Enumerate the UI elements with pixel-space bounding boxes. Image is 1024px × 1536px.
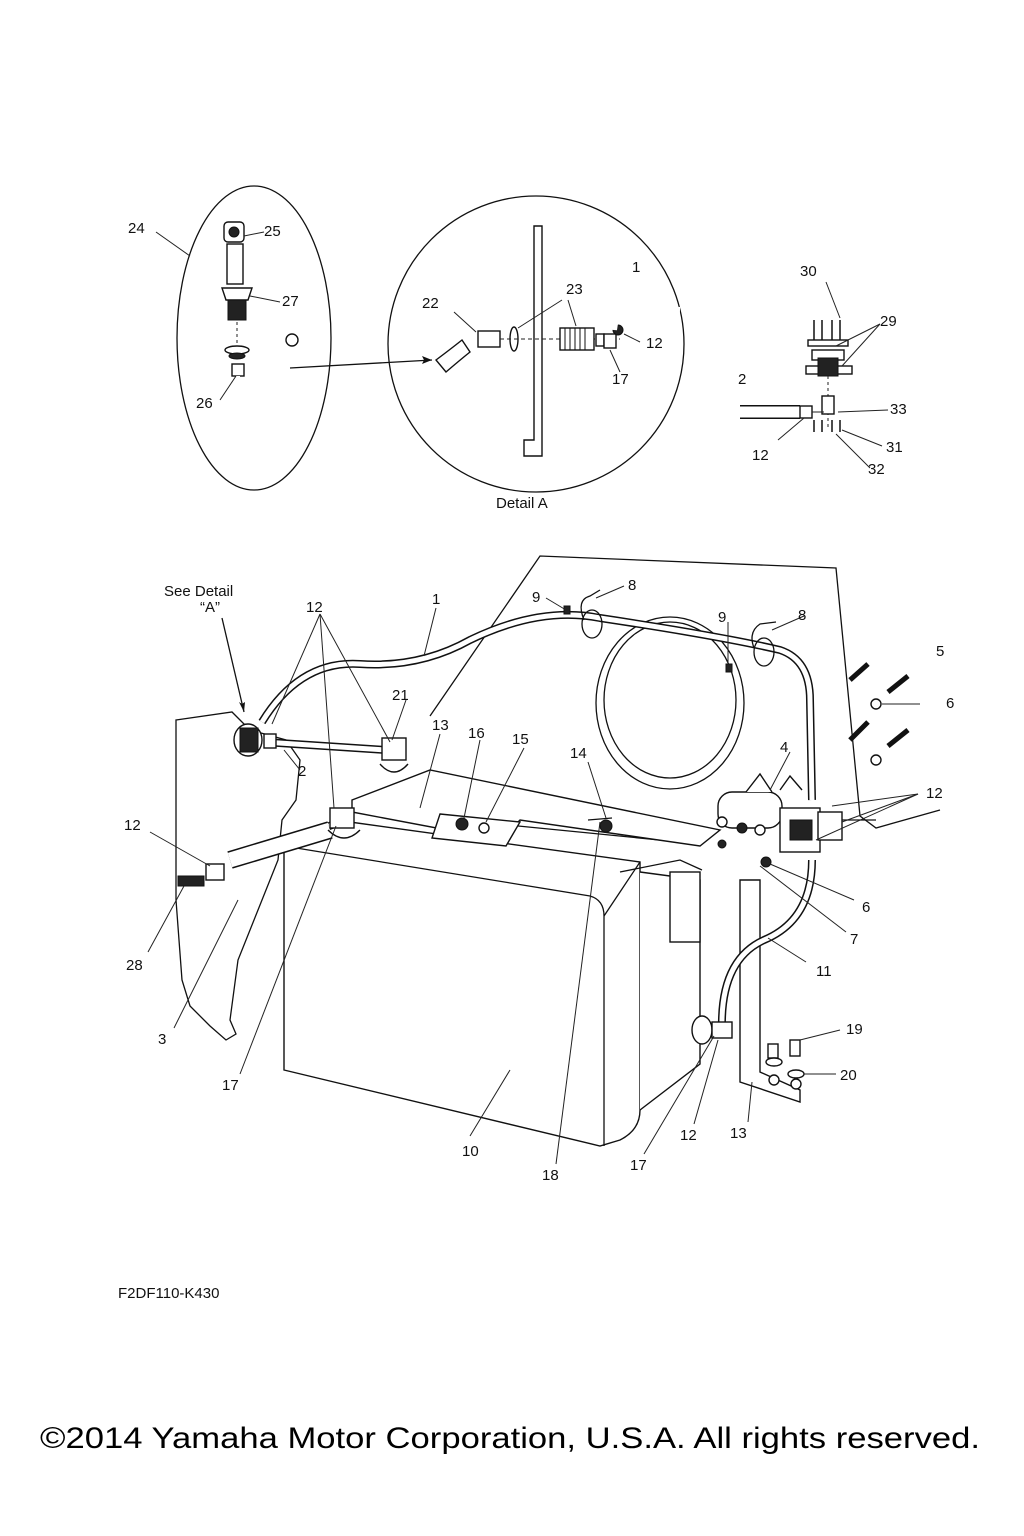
callout-1-main: 1 — [432, 591, 440, 608]
callout-7: 7 — [850, 931, 858, 948]
callout-leaders-top-left — [155, 231, 281, 401]
callout-2-main: 2 — [298, 763, 306, 780]
water-tank — [283, 809, 713, 1147]
callout-30: 30 — [800, 263, 817, 280]
hose-1 — [258, 610, 816, 801]
callout-33: 33 — [890, 401, 907, 418]
callout-5: 5 — [936, 643, 944, 660]
callout-25: 25 — [264, 223, 281, 240]
callout-1-detail: 1 — [632, 259, 640, 276]
callout-18: 18 — [542, 1167, 559, 1184]
callout-12-main-top: 12 — [306, 599, 323, 616]
callout-15: 15 — [512, 731, 529, 748]
callout-12-detail: 12 — [646, 335, 663, 352]
copyright-notice: ©2014 Yamaha Motor Corporation, U.S.A. A… — [40, 1422, 980, 1455]
callout-2-valve: 2 — [738, 371, 746, 388]
callout-23: 23 — [566, 281, 583, 298]
drain-assembly-detail — [176, 185, 433, 491]
callout-17-bottom: 17 — [630, 1157, 647, 1174]
callout-13-top: 13 — [432, 717, 449, 734]
callout-leaders-detail-a — [453, 299, 641, 373]
hose-11 — [717, 859, 816, 1031]
callout-9-right: 9 — [718, 609, 726, 626]
callout-11: 11 — [816, 963, 832, 980]
callout-12-bottom: 12 — [680, 1127, 697, 1144]
callout-8-right: 8 — [798, 607, 806, 624]
hose-clamps — [563, 589, 777, 673]
callout-12-left: 12 — [124, 817, 141, 834]
detail-a-view — [387, 195, 685, 493]
detail-a-caption: Detail A — [496, 495, 548, 512]
callout-leaders-main — [147, 585, 920, 1165]
mounting-bracket — [351, 769, 802, 1103]
callout-22: 22 — [422, 295, 439, 312]
callout-8-left: 8 — [628, 577, 636, 594]
callout-6-bottom: 6 — [862, 899, 870, 916]
see-detail-line1: See Detail — [164, 583, 233, 600]
callout-13-bottom: 13 — [730, 1125, 747, 1142]
hull-structure — [175, 555, 941, 1041]
callout-31: 31 — [886, 439, 903, 456]
callout-labels: 24 25 27 26 22 23 1 12 17 30 29 2 33 12 … — [124, 220, 954, 1184]
callout-24: 24 — [128, 220, 145, 237]
hose-2 — [263, 738, 387, 754]
callout-leaders-valve — [777, 281, 889, 469]
callout-19: 19 — [846, 1021, 863, 1038]
callout-9-left: 9 — [532, 589, 540, 606]
callout-27: 27 — [282, 293, 299, 310]
callout-4: 4 — [780, 739, 788, 756]
see-detail-line2: “A” — [200, 599, 220, 616]
callout-3: 3 — [158, 1031, 166, 1048]
callout-17-detail: 17 — [612, 371, 629, 388]
callout-20: 20 — [840, 1067, 857, 1084]
callout-28: 28 — [126, 957, 143, 974]
valve-assembly — [740, 320, 853, 432]
callout-6-top: 6 — [946, 695, 954, 712]
callout-16: 16 — [468, 725, 485, 742]
callout-17-left: 17 — [222, 1077, 239, 1094]
callout-26: 26 — [196, 395, 213, 412]
fittings — [177, 723, 733, 1039]
hose-3 — [227, 821, 333, 869]
bilge-pump — [716, 772, 843, 868]
pump-fasteners — [848, 662, 910, 766]
drawing-code: F2DF110-K430 — [118, 1285, 219, 1302]
callout-12-pump: 12 — [926, 785, 943, 802]
callout-29: 29 — [880, 313, 897, 330]
bolts-19-20 — [765, 1039, 805, 1079]
callout-10: 10 — [462, 1143, 479, 1160]
callout-21: 21 — [392, 687, 409, 704]
callout-14: 14 — [570, 745, 587, 762]
callout-32: 32 — [868, 461, 885, 478]
callout-12-valve: 12 — [752, 447, 769, 464]
